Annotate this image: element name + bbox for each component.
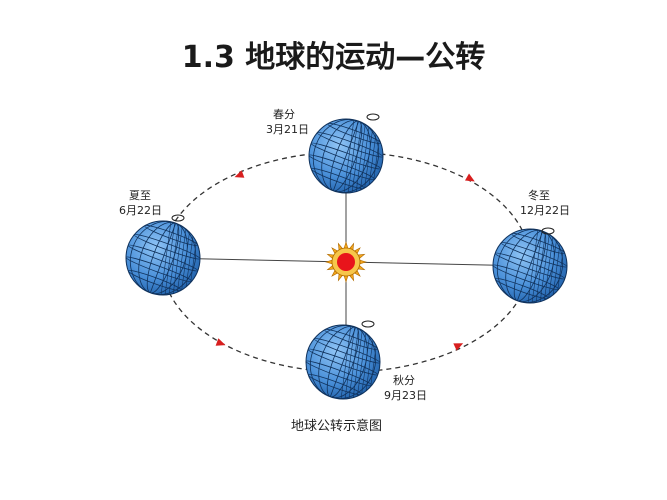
orbit-arrow-top-right	[465, 173, 475, 182]
shade-hatch	[172, 221, 184, 295]
parallel-line	[308, 154, 376, 180]
globe-winter	[492, 228, 568, 304]
label-autumn-term: 秋分	[393, 373, 415, 387]
parallel-line	[494, 278, 549, 299]
label-spring-date: 3月21日	[266, 123, 309, 136]
meridian-line	[516, 231, 544, 301]
parallel-line	[310, 142, 382, 170]
shade-hatch	[176, 221, 188, 295]
shade-hatch	[547, 229, 559, 303]
shade-hatch	[531, 229, 543, 303]
diagram-caption: 地球公转示意图	[291, 418, 382, 434]
label-summer-term: 夏至	[129, 189, 151, 202]
shade-hatch	[352, 325, 364, 399]
parallel-line	[494, 252, 566, 280]
label-spring-term: 春分	[273, 108, 295, 121]
parallel-line	[324, 329, 379, 350]
label-autumn-date: 9月23日	[384, 389, 427, 402]
shade-hatch	[164, 221, 176, 295]
shade-hatch	[168, 221, 180, 295]
orbit-arrows	[215, 170, 475, 351]
shade-hatch	[539, 229, 551, 303]
shade-hatch	[356, 325, 368, 399]
sun-icon	[324, 240, 368, 284]
label-winter-date: 12月22日	[520, 204, 570, 217]
shade-hatch	[180, 221, 192, 295]
shade-hatch	[344, 325, 356, 399]
page-title: 1.3 地球的运动—公转	[181, 40, 486, 75]
label-winter-term: 冬至	[528, 188, 550, 202]
label-summer-date: 6月22日	[119, 204, 162, 217]
shade-hatch	[347, 119, 359, 193]
shade-hatch	[343, 119, 355, 193]
globe-autumn	[305, 324, 381, 400]
shade-hatch	[340, 325, 352, 399]
shade-hatch	[359, 119, 371, 193]
globe-spring	[308, 118, 384, 194]
globe-summer	[125, 220, 201, 296]
shade-hatch	[355, 119, 367, 193]
meridian-line	[329, 327, 357, 397]
rotation-icon	[171, 113, 555, 328]
parallel-line	[492, 264, 560, 290]
parallel-line	[305, 360, 373, 386]
shade-hatch	[527, 229, 539, 303]
meridian-line	[149, 223, 177, 293]
shade-hatch	[543, 229, 555, 303]
shade-hatch	[363, 119, 375, 193]
shade-hatch	[535, 229, 547, 303]
shade-hatch	[360, 325, 372, 399]
shade-hatch	[160, 221, 172, 295]
shade-hatch	[351, 119, 363, 193]
parallel-line	[307, 374, 362, 395]
parallel-line	[307, 348, 379, 376]
orbit-arrow-bottom-left	[215, 338, 226, 346]
meridian-line	[332, 121, 360, 191]
orbit-arrow-top-left	[234, 170, 245, 178]
shade-hatch	[348, 325, 360, 399]
parallel-line	[127, 270, 182, 291]
orbit-arrow-bottom-right	[453, 343, 464, 351]
